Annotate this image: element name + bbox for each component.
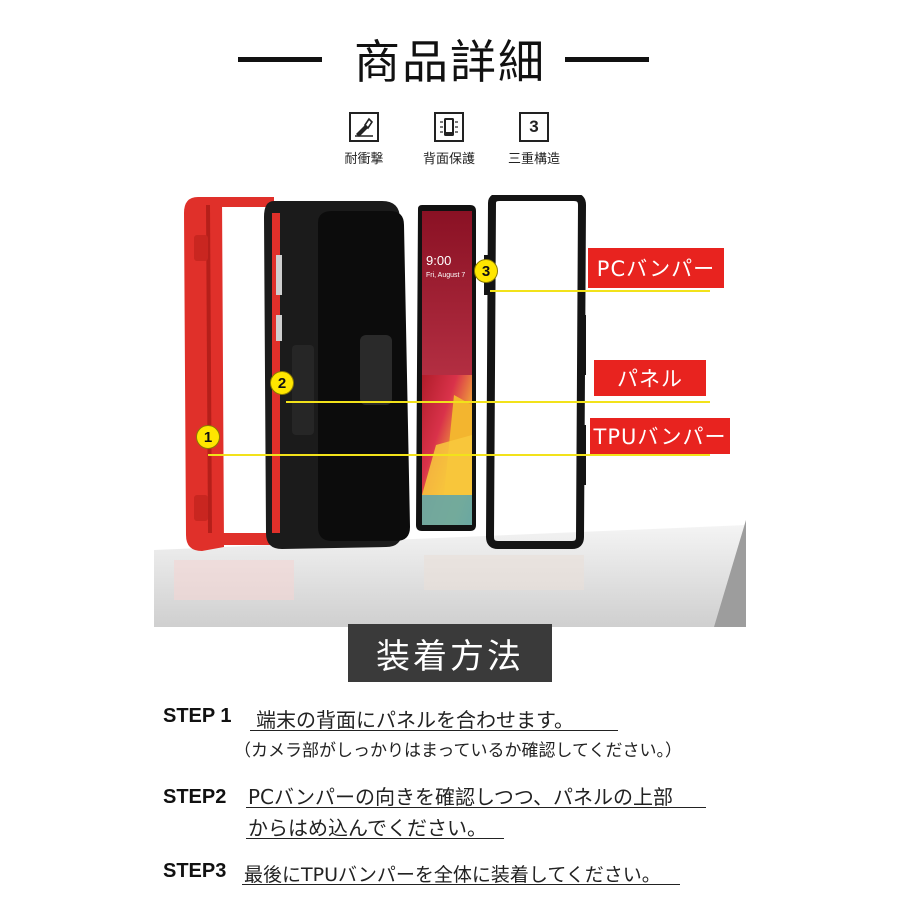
phone-clock: 9:00 (426, 253, 452, 268)
label-panel: パネル (594, 360, 706, 396)
label-tpu-bumper: TPUバンパー (590, 418, 730, 454)
step-3-text: 最後にTPUバンパーを全体に装着してください。 (244, 864, 661, 886)
case-exploded-view (154, 195, 746, 627)
step-1-text: 端末の背面にパネルを合わせます。 (256, 708, 574, 732)
step-1-label: STEP 1 (163, 705, 232, 727)
step-1-note: （カメラ部がしっかりはまっているか確認してください。） (234, 741, 682, 761)
feature-label: 耐衝撃 (344, 152, 384, 167)
triple-structure-icon: 3 (519, 112, 549, 142)
step-1-underline (250, 730, 618, 731)
step-2-underline-2 (246, 838, 504, 839)
page-title: 商品詳細 (354, 35, 546, 89)
leader-line-pc-bumper (490, 290, 710, 292)
installation-title: 装着方法 (348, 624, 552, 682)
back-protection-icon (434, 112, 464, 142)
feature-label: 三重構造 (507, 152, 560, 167)
product-illustration: 9:00 Fri, August 7 1 2 3 (154, 195, 746, 627)
feature-impact: 耐衝撃 (324, 112, 404, 167)
step-2-label: STEP2 (163, 786, 227, 808)
header-rule-left (238, 57, 322, 62)
step-2-underline-1 (246, 807, 706, 808)
phone-date: Fri, August 7 (426, 272, 466, 279)
feature-back-protection: 背面保護 (409, 112, 489, 167)
impact-resistant-icon (349, 112, 379, 142)
step-2-text-line-1: PCバンパーの向きを確認しつつ、パネルの上部 (248, 785, 674, 809)
feature-label: 背面保護 (422, 152, 475, 167)
marker-3: 3 (474, 259, 498, 283)
marker-1: 1 (196, 425, 220, 449)
header-rule-right (565, 57, 649, 62)
step-3-label: STEP3 (163, 860, 227, 882)
step-2-text-line-2: からはめ込んでください。 (248, 816, 487, 840)
step-3-underline (242, 884, 680, 885)
marker-2: 2 (270, 371, 294, 395)
label-pc-bumper: PCバンパー (588, 248, 724, 288)
triple-structure-icon-number: 3 (529, 117, 539, 136)
leader-line-panel (286, 401, 710, 403)
leader-line-tpu-bumper (208, 454, 710, 456)
feature-triple-structure: 3 三重構造 (494, 112, 574, 167)
